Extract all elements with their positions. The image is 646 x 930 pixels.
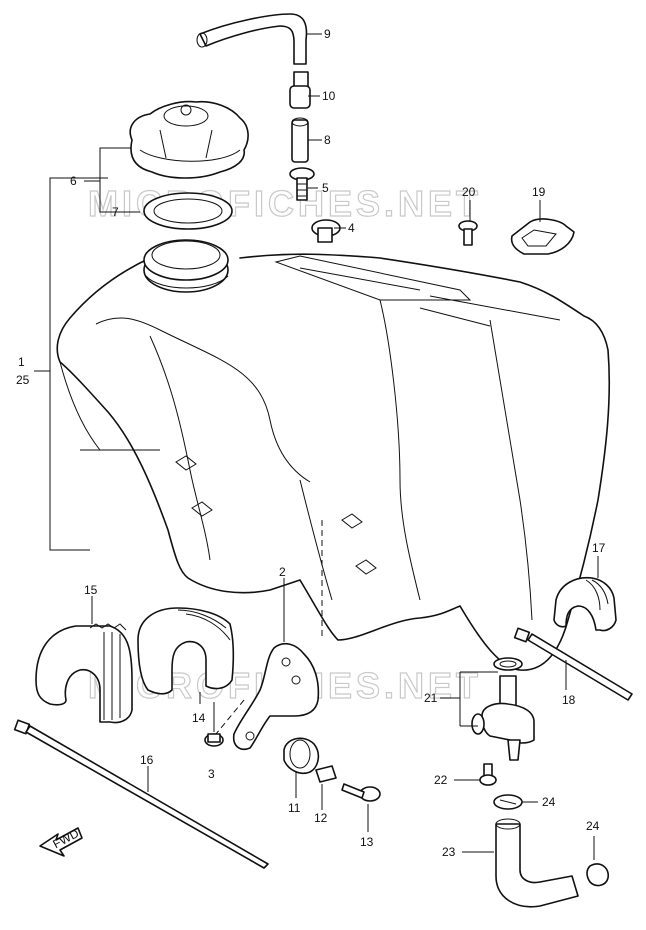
bolt-13 (341, 783, 381, 802)
callout-5: 5 (322, 181, 329, 195)
callout-24-lower: 24 (586, 819, 600, 833)
tank-bracket (232, 642, 320, 750)
callout-6: 6 (70, 174, 77, 188)
callout-2: 2 (279, 565, 286, 579)
callout-3: 3 (208, 767, 215, 781)
grommet-11 (283, 737, 320, 775)
cushion-15 (35, 623, 133, 724)
fuel-tank (56, 239, 611, 671)
clamp-24-lower (586, 863, 610, 887)
bolt-5 (289, 167, 315, 201)
callout-25: 25 (16, 373, 30, 387)
callout-23: 23 (442, 845, 456, 859)
forward-direction-arrow: FWD (39, 826, 83, 857)
callout-15: 15 (84, 583, 98, 597)
assembly-bracket-6-7 (84, 147, 140, 213)
cushion-14 (137, 607, 235, 695)
fuel-cap (129, 100, 249, 179)
callout-22: 22 (434, 773, 448, 787)
callout-17: 17 (592, 541, 606, 555)
screw-22 (479, 763, 497, 786)
cushion-17 (553, 576, 617, 632)
callout-14: 14 (192, 711, 206, 725)
bolt-3 (204, 733, 224, 747)
callout-1: 1 (18, 355, 25, 369)
collar-4 (311, 219, 341, 243)
callout-19: 19 (532, 185, 546, 199)
assembly-bracket-1-25 (34, 177, 108, 551)
callout-11: 11 (288, 801, 301, 815)
callout-8: 8 (324, 133, 331, 147)
breather-hose (196, 13, 308, 65)
cable-tie-18 (513, 627, 633, 701)
breather-valve (289, 71, 311, 109)
callout-9: 9 (324, 27, 331, 41)
callout-labels: 9 10 8 5 4 6 7 20 19 1 25 2 17 15 14 18 … (16, 27, 606, 859)
cable-tie-16 (13, 719, 269, 869)
callout-20: 20 (462, 185, 476, 199)
callout-18: 18 (562, 693, 576, 707)
callout-21: 21 (424, 691, 438, 705)
collar-12 (315, 765, 337, 783)
breather-tube (291, 117, 309, 163)
fuel-hose (495, 818, 579, 908)
callout-7: 7 (112, 205, 119, 219)
callout-24-upper: 24 (542, 795, 556, 809)
leader-lines (91, 33, 599, 860)
reference-line-bolt (215, 699, 245, 735)
callout-12: 12 (314, 811, 328, 825)
fuel-cock (471, 657, 535, 761)
callout-4: 4 (348, 221, 355, 235)
callout-13: 13 (360, 835, 374, 849)
clip-19 (510, 218, 575, 255)
callout-10: 10 (322, 89, 336, 103)
screw-20 (458, 220, 478, 246)
cap-gasket (143, 192, 233, 230)
callout-16: 16 (140, 753, 154, 767)
clamp-24-upper (493, 794, 523, 810)
